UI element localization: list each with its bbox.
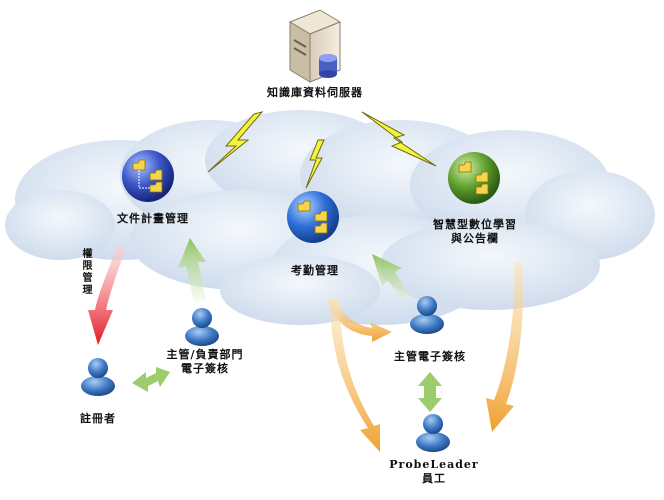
green-double-arrow-vertical — [418, 372, 442, 412]
green-arrow-attendance — [372, 254, 410, 302]
supervisor-dept-label-line1: 主管/負責部門 — [166, 348, 244, 361]
lightning-icon — [207, 111, 437, 189]
supervisor-sign-label: 主管電子簽核 — [394, 350, 466, 363]
doc-mgmt-globe — [122, 150, 174, 202]
employee-label: ProbeLeader 員工 — [384, 458, 484, 486]
orange-arrow-to-supervisor — [328, 298, 392, 342]
person-icon — [81, 358, 115, 396]
smart-learning-label: 智慧型數位學習 與公告欄 — [410, 218, 540, 246]
attendance-label: 考勤管理 — [291, 264, 339, 277]
supervisor-dept-label-line2: 電子簽核 — [181, 362, 229, 375]
server-icon — [288, 9, 342, 83]
doc-mgmt-label: 文件計畫管理 — [117, 212, 189, 225]
permission-label: 權限管理 — [80, 248, 91, 296]
person-icon — [410, 296, 444, 334]
employee-label-line1: ProbeLeader — [389, 458, 479, 471]
green-arrow-doc — [178, 238, 206, 302]
smart-learning-label-line2: 與公告欄 — [451, 232, 499, 245]
person-icon — [416, 414, 450, 452]
registrant-label: 註冊者 — [80, 412, 116, 425]
attendance-globe — [287, 191, 339, 243]
person-icon — [185, 308, 219, 346]
orange-arrow-from-learning — [486, 262, 524, 432]
smart-learning-globe — [448, 152, 500, 204]
orange-arrow-to-employee — [330, 300, 380, 452]
employee-label-line2: 員工 — [422, 472, 446, 485]
supervisor-dept-label: 主管/負責部門 電子簽核 — [150, 348, 260, 376]
smart-learning-label-line1: 智慧型數位學習 — [433, 218, 517, 231]
server-label: 知識庫資料伺服器 — [267, 86, 363, 99]
permission-arrow — [88, 245, 126, 345]
green-double-arrow-left — [132, 367, 170, 392]
